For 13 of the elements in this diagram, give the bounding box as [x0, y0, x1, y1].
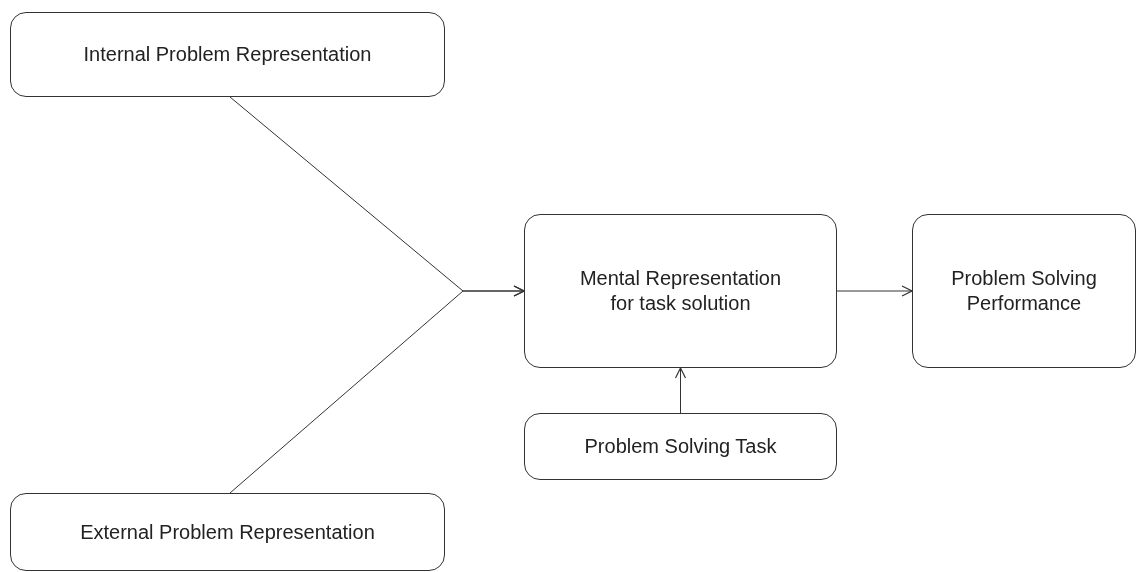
arrow — [674, 367, 687, 414]
process-box — [10, 12, 445, 97]
process-box — [524, 214, 837, 368]
box-label: Problem Solving Performance — [950, 266, 1098, 316]
arrow — [229, 285, 525, 494]
process-box — [524, 413, 837, 480]
process-box — [912, 214, 1136, 368]
box-label: Mental Representation for task solution — [578, 266, 783, 316]
box-label: Problem Solving Task — [584, 434, 777, 459]
box-label: Internal Problem Representation — [83, 42, 372, 67]
box-label: External Problem Representation — [80, 519, 375, 545]
arrow — [836, 285, 913, 297]
process-box — [10, 493, 445, 571]
